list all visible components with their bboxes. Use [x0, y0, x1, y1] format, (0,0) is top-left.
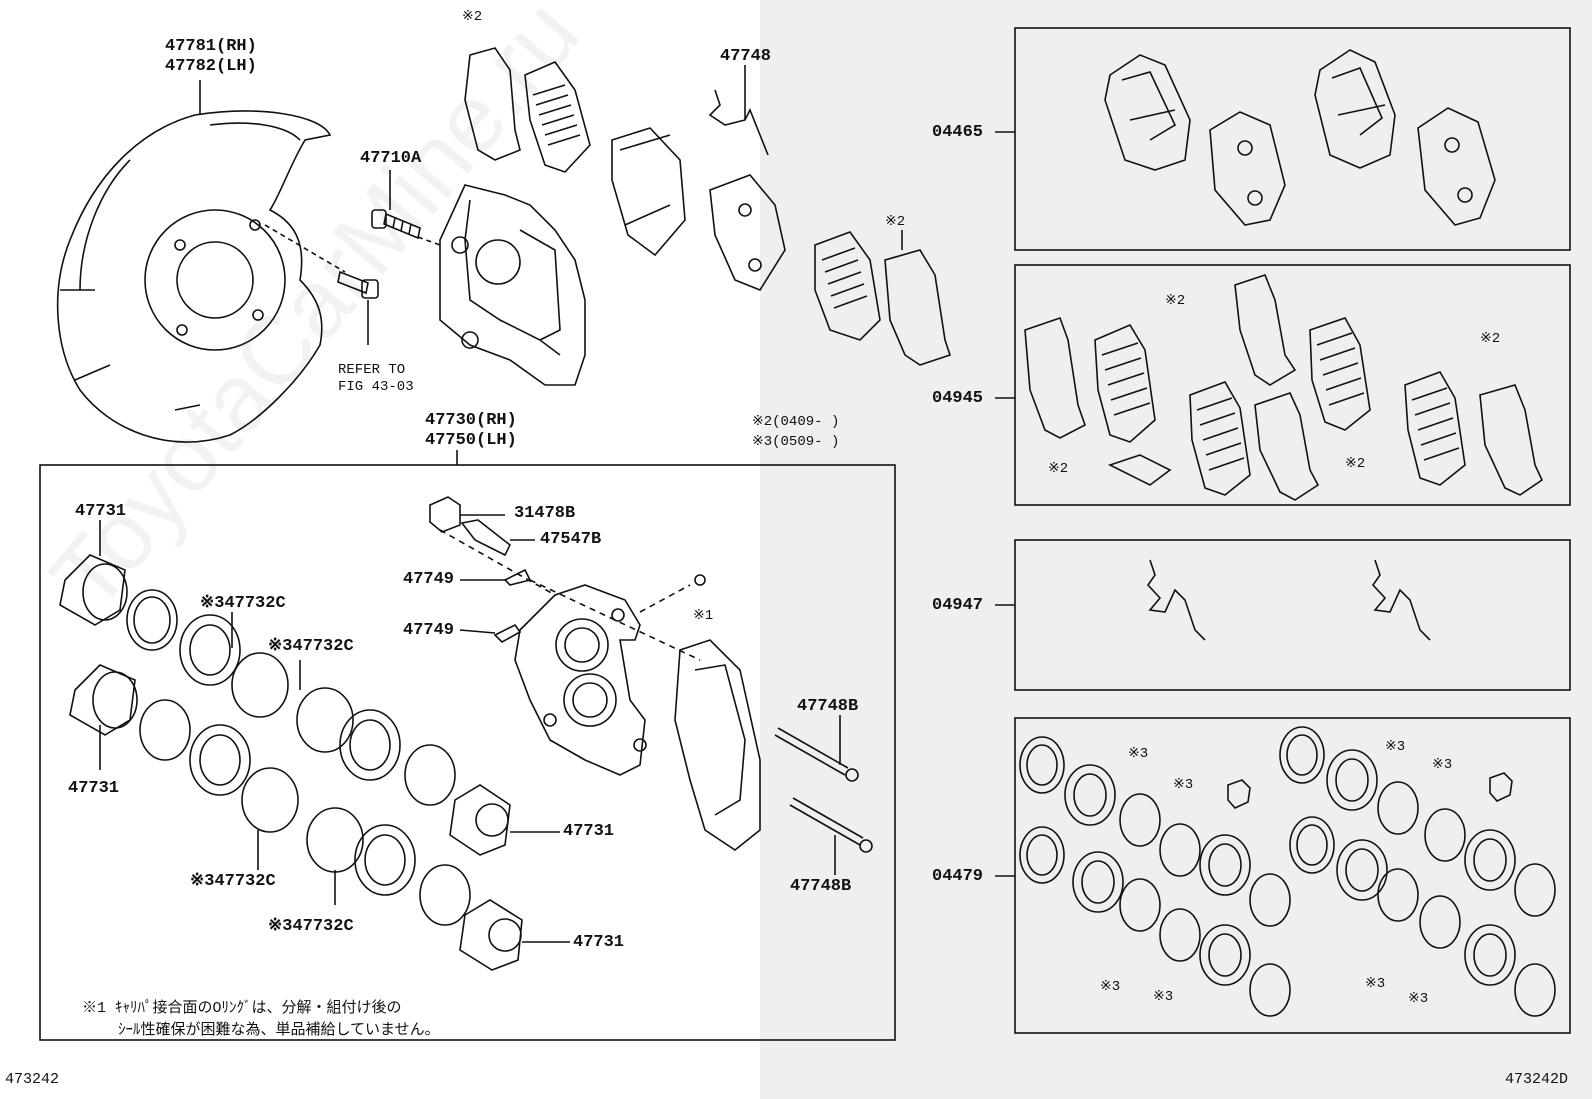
boot-a2 — [339, 709, 401, 781]
note-line-1: ※1 ｷｬﾘﾊﾟ接合面のOﾘﾝｸﾞは、分解・組付け後の — [82, 1000, 402, 1017]
remark-2: ※3(0509- ) — [752, 434, 840, 450]
kit-04479-mark-8: ※3 — [1408, 991, 1429, 1007]
ring-b — [241, 767, 299, 833]
bolt-47710a — [371, 170, 421, 240]
label-clip: 47748 — [720, 47, 772, 66]
figure-id-right: 473242D — [1505, 1071, 1569, 1088]
label-cap: 31478B — [514, 504, 576, 523]
piston-47731-d — [459, 899, 570, 971]
caliper-half — [674, 639, 761, 851]
label-piston-c: 47731 — [563, 822, 615, 841]
kit-04479-mark-7: ※3 — [1365, 976, 1386, 992]
seal-a — [126, 589, 178, 651]
seal-b — [139, 699, 191, 761]
boot-a — [179, 614, 241, 686]
kit-code-04479: 04479 — [932, 867, 984, 886]
label-caliper-rh: 47730(RH) — [425, 411, 517, 430]
label-seal-a1: ※347732C — [200, 594, 286, 613]
bleeder-47547b — [460, 519, 535, 557]
ring-a2 — [296, 687, 354, 753]
mark-oring: ※1 — [693, 608, 714, 624]
pin-47748b-a — [774, 715, 859, 782]
label-refer-1: REFER TO — [338, 362, 406, 378]
kit-04479-mark-6: ※3 — [1432, 757, 1453, 773]
label-seal-c: ※347732C — [268, 917, 354, 936]
kit-04479-mark-2: ※3 — [1173, 777, 1194, 793]
seal-c — [419, 864, 471, 926]
remark-1: ※2(0409- ) — [752, 414, 840, 430]
clip-47749-b — [459, 623, 522, 643]
pad-top-1 — [464, 47, 521, 161]
kit-04479-seals — [1019, 726, 1556, 1017]
clip-47748 — [708, 65, 769, 156]
label-bolt: 47710A — [360, 149, 422, 168]
kit-panel-background — [760, 0, 1592, 1099]
kit-04945-mark-2: ※2 — [1480, 331, 1501, 347]
kit-code-04945: 04945 — [932, 389, 984, 408]
mark-pad-right: ※2 — [885, 214, 906, 230]
label-seal-b: ※347732C — [190, 872, 276, 891]
piston-47731-a — [59, 520, 128, 626]
pin-47748b-b — [789, 797, 873, 875]
kit-04479-mark-5: ※3 — [1385, 739, 1406, 755]
pad-top-2 — [611, 127, 686, 257]
label-pin-a: 47748B — [797, 697, 859, 716]
label-pin-b: 47748B — [790, 877, 852, 896]
oring — [694, 574, 706, 586]
kit-04479-mark-4: ※3 — [1153, 989, 1174, 1005]
kit-box-04945 — [1014, 264, 1571, 506]
label-piston-b: 47731 — [68, 779, 120, 798]
label-piston-d: 47731 — [573, 933, 625, 952]
label-bleeder: 47547B — [540, 530, 602, 549]
label-piston-a: 47731 — [75, 502, 127, 521]
seal-a2 — [404, 744, 456, 806]
kit-04479-mark-3: ※3 — [1100, 979, 1121, 995]
piston-47731-c — [449, 784, 560, 856]
label-clip-a: 47749 — [403, 570, 455, 589]
clip-47749-a — [460, 568, 532, 586]
kit-04465-pads — [1104, 49, 1496, 226]
kit-box-04479 — [1014, 717, 1571, 1034]
label-caliper-lh: 47750(LH) — [425, 431, 517, 450]
boot-b — [189, 724, 251, 796]
kit-04945-mark-3: ※2 — [1048, 461, 1069, 477]
dust-shield — [56, 110, 332, 443]
label-clip-b: 47749 — [403, 621, 455, 640]
shim-top-1 — [524, 61, 591, 173]
note-line-2: ｼｰﾙ性確保が困難な為、単品補給していません。 — [118, 1022, 440, 1039]
kit-box-04947 — [1014, 539, 1571, 691]
label-refer-2: FIG 43-03 — [338, 379, 414, 395]
kit-04947-clips — [1146, 559, 1431, 641]
caliper-top — [439, 184, 586, 386]
caliper-body — [514, 584, 647, 776]
ring-a1 — [231, 652, 289, 718]
kit-04945-mark-1: ※2 — [1165, 293, 1186, 309]
label-shield-lh: 47782(LH) — [165, 57, 257, 76]
shim-top-2 — [709, 174, 786, 291]
kit-04945-pads — [1024, 274, 1544, 501]
mark-pad-top: ※2 — [462, 9, 483, 25]
figure-id-left: 473242 — [5, 1071, 60, 1088]
kit-04945-mark-4: ※2 — [1345, 456, 1366, 472]
kit-box-04465 — [1014, 27, 1571, 251]
label-shield-rh: 47781(RH) — [165, 37, 257, 56]
label-seal-a2: ※347732C — [268, 637, 354, 656]
piston-47731-b — [69, 664, 138, 770]
boot-c — [354, 824, 416, 896]
caliper-detail-box — [39, 464, 896, 1041]
kit-code-04465: 04465 — [932, 123, 984, 142]
kit-code-04947: 04947 — [932, 596, 984, 615]
kit-04479-mark-1: ※3 — [1128, 746, 1149, 762]
shim-top-3 — [814, 231, 881, 341]
pad-top-3 — [884, 230, 952, 366]
bolt-shield — [337, 270, 379, 345]
cap-31478b — [429, 496, 505, 533]
